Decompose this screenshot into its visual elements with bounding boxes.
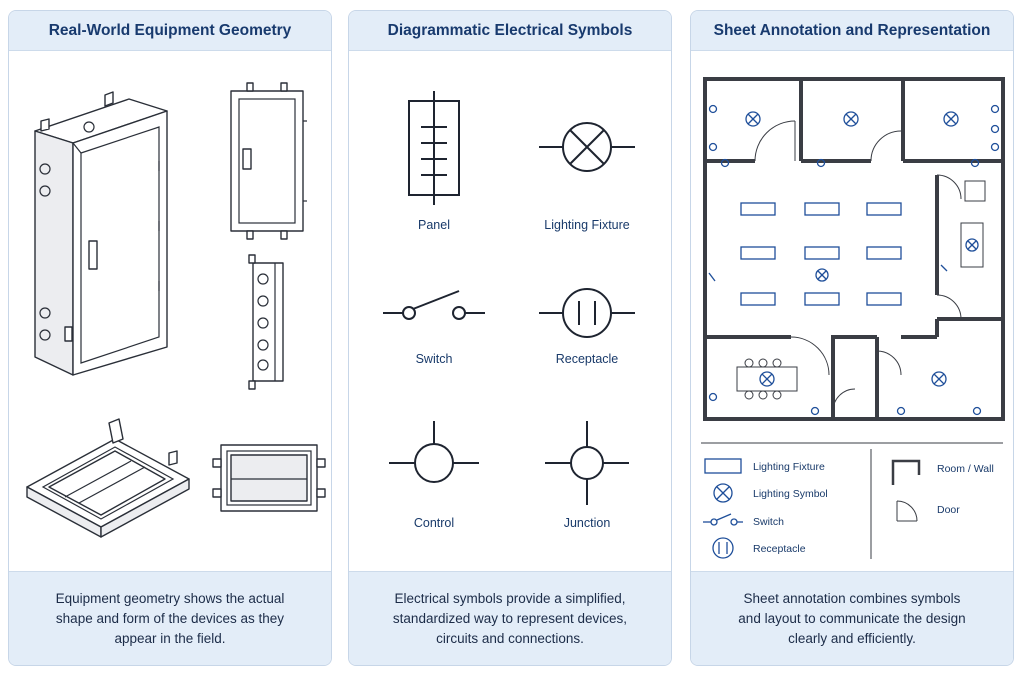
legend-room-wall-label: Room / Wall — [937, 463, 994, 475]
legend-receptacle-label: Receptacle — [753, 543, 806, 555]
large-enclosure-illustration — [34, 91, 168, 376]
lighting-fixture-symbol-label: Lighting Fixture — [544, 218, 630, 232]
legend-lighting-fixture-label: Lighting Fixture — [753, 461, 825, 473]
panel-caption: Electrical symbols provide a simplified,… — [349, 571, 671, 665]
legend-lighting-symbol-label: Lighting Symbol — [753, 488, 828, 500]
legend-switch-label: Switch — [753, 516, 784, 528]
junction-symbol-label: Junction — [564, 516, 611, 530]
floor-plan-area: Lighting Fixture Lighting Symbol Switch … — [691, 51, 1013, 573]
panel-caption: Sheet annotation combines symbols and la… — [691, 571, 1013, 665]
junction-symbol: Junction — [545, 421, 629, 530]
switch-symbol-label: Switch — [416, 352, 453, 366]
control-symbol-label: Control — [414, 516, 454, 530]
control-symbol: Control — [389, 421, 479, 530]
side-box-illustration — [248, 254, 284, 390]
equipment-illustrations — [9, 51, 331, 573]
symbol-grid: Panel Lighting Fixture Switch — [349, 51, 671, 573]
panel-title: Sheet Annotation and Representation — [691, 11, 1013, 51]
receptacle-symbol: Receptacle — [539, 288, 635, 366]
lighting-fixture-symbol: Lighting Fixture — [539, 122, 635, 232]
recessed-fixture-illustration — [26, 418, 190, 538]
panel-caption: Equipment geometry shows the actual shap… — [9, 571, 331, 665]
receptacle-symbol-label: Receptacle — [556, 352, 619, 366]
panel-title: Real-World Equipment Geometry — [9, 11, 331, 51]
flat-fixture-illustration — [212, 444, 326, 512]
floor-plan — [703, 77, 1005, 421]
panel-title: Diagrammatic Electrical Symbols — [349, 11, 671, 51]
panel-sheet-annotation: Sheet Annotation and Representation — [690, 10, 1014, 666]
panel-equipment-geometry: Real-World Equipment Geometry — [8, 10, 332, 666]
panel-front-illustration — [230, 82, 307, 240]
panel-electrical-symbols: Diagrammatic Electrical Symbols Panel Li… — [348, 10, 672, 666]
switch-symbol: Switch — [383, 290, 485, 366]
plan-legend: Lighting Fixture Lighting Symbol Switch … — [701, 442, 1003, 559]
legend-door-label: Door — [937, 504, 960, 516]
panel-symbol: Panel — [408, 91, 460, 232]
panel-symbol-label: Panel — [418, 218, 450, 232]
